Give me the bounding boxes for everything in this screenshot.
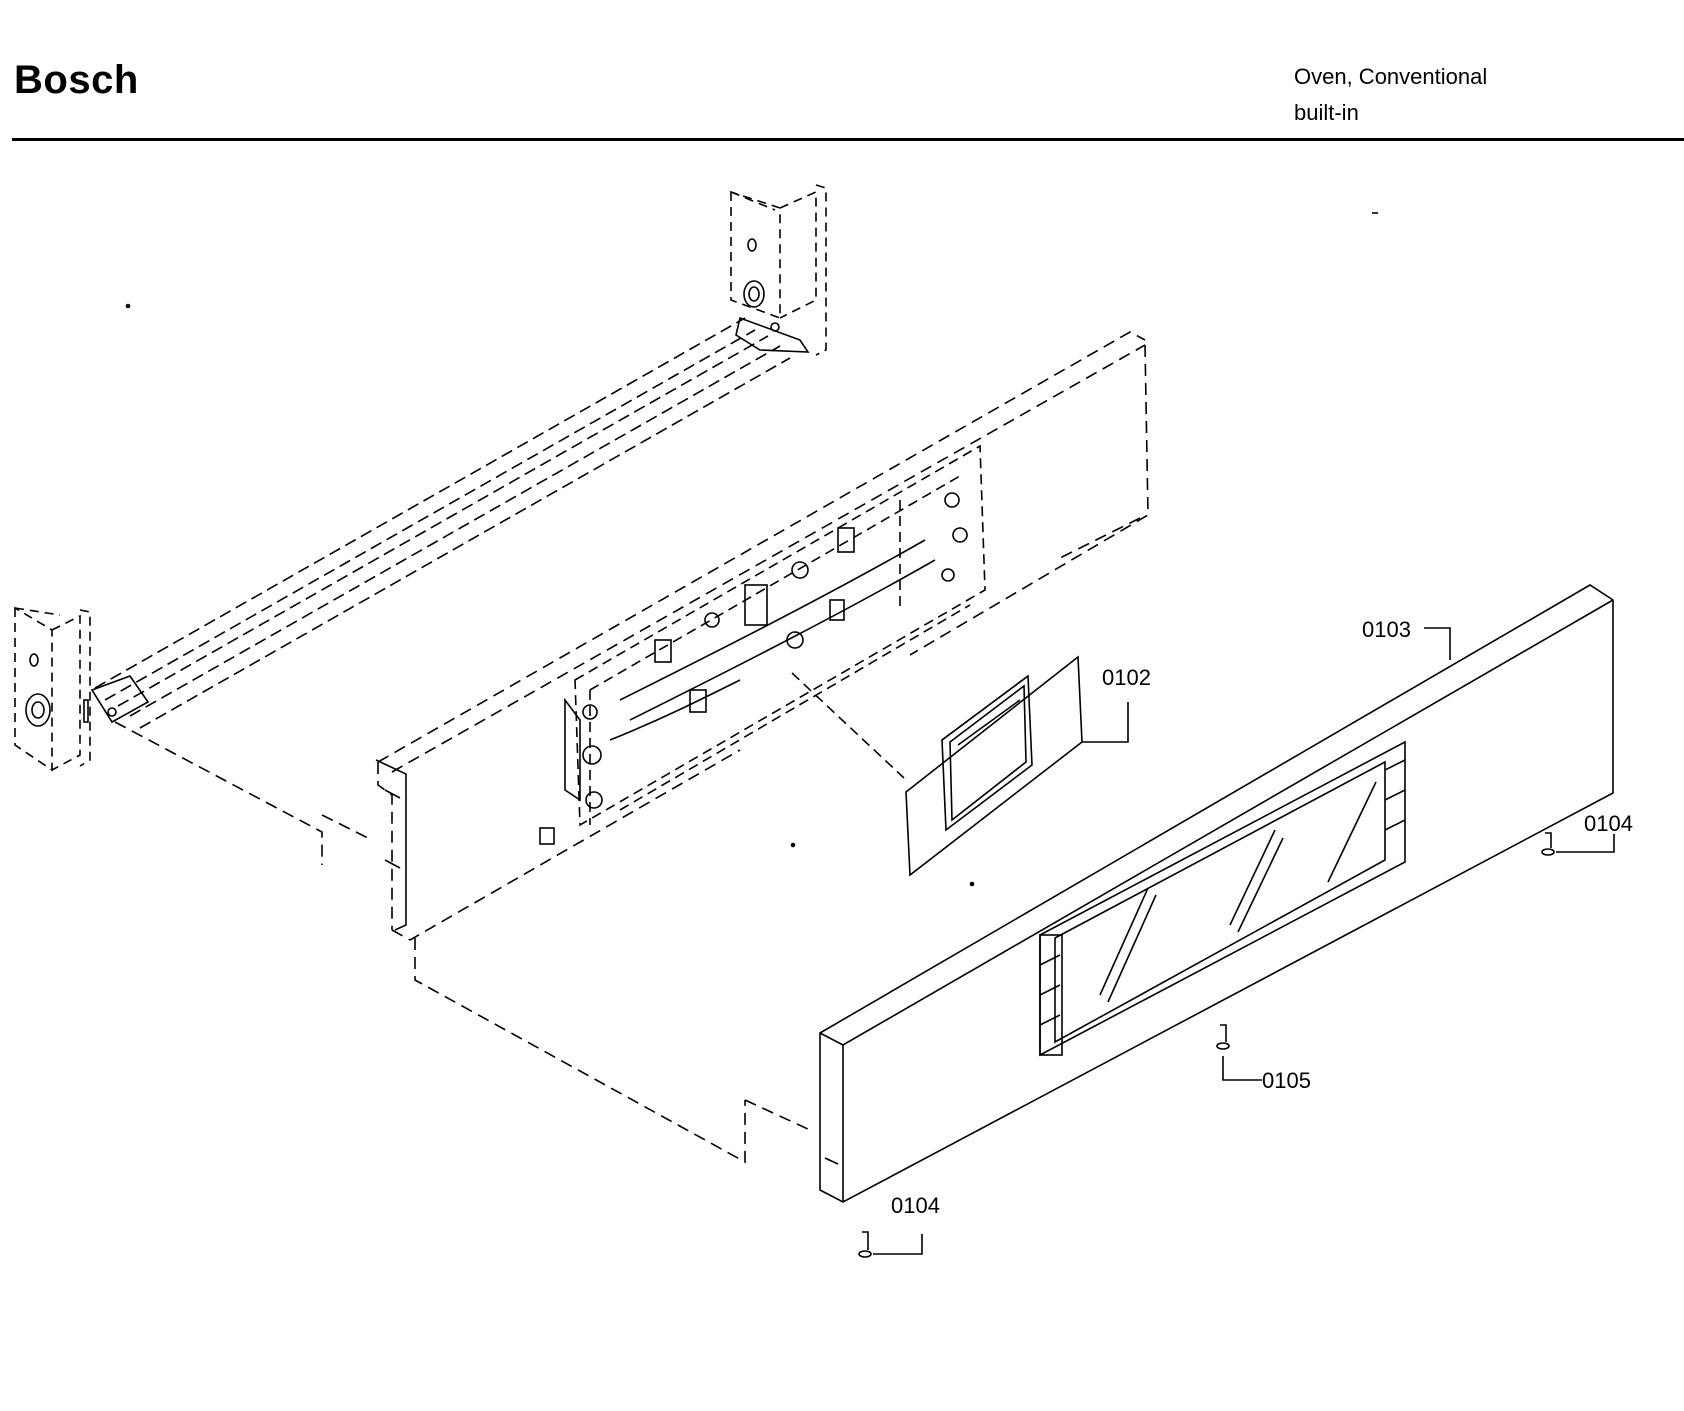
- display-leader: [791, 672, 905, 779]
- left-bracket-holes: [25, 653, 89, 727]
- left-mounting-bracket: [14, 606, 91, 772]
- display-module-0102: [905, 655, 1083, 877]
- screw-0104-right: [1541, 832, 1555, 856]
- control-housing: [377, 331, 1149, 941]
- brand-title: Bosch: [14, 58, 139, 102]
- control-panel-0103: [819, 584, 1614, 1203]
- control-panel-glass: [1039, 740, 1406, 1057]
- inner-frame-details: [539, 492, 968, 845]
- product-type: Oven, Conventional: [1294, 64, 1488, 89]
- rail-front-plate: [90, 675, 150, 724]
- callout-label-0104-bottom: 0104: [891, 1193, 940, 1218]
- screw-0105: [1216, 1024, 1230, 1050]
- callout-label-0103: 0103: [1362, 617, 1411, 642]
- screw-0104-bottom: [858, 1231, 872, 1258]
- product-subtype: built-in: [1294, 100, 1359, 125]
- floor-outline: [114, 721, 811, 1164]
- side-rails: [94, 317, 791, 729]
- top-bracket-holes: [735, 238, 810, 353]
- inner-frame: [574, 444, 986, 827]
- callout-leaders: [873, 627, 1615, 1255]
- callout-label-0105: 0105: [1262, 1068, 1311, 1093]
- header-rule: [12, 138, 1684, 141]
- housing-left-end: [375, 759, 407, 931]
- callout-label-0102: 0102: [1102, 665, 1151, 690]
- top-mounting-bracket: [730, 184, 827, 356]
- callout-label-0104-right: 0104: [1584, 811, 1633, 836]
